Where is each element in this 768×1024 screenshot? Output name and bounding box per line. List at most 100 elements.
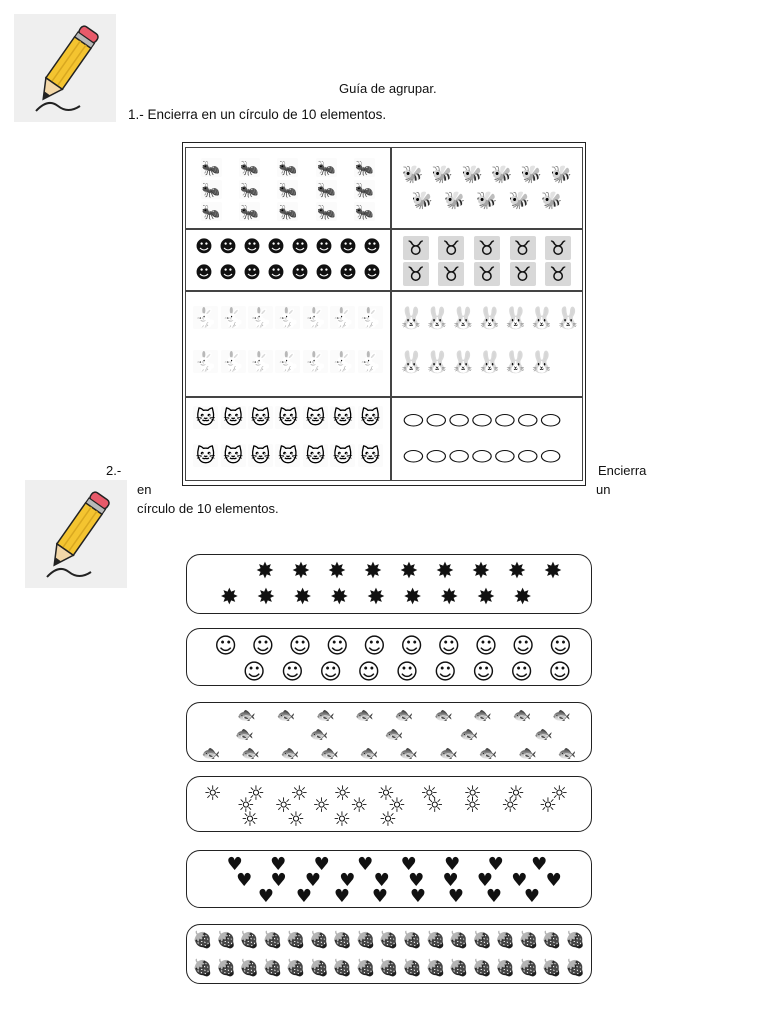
heart-icon: ♥	[270, 869, 287, 891]
heart-icon: ♥	[444, 853, 461, 875]
heart-icon: ♥	[400, 853, 417, 875]
egg-icon: ⬭	[540, 406, 561, 434]
fish-icon: 🐟	[384, 724, 404, 743]
sun-icon: ☼	[420, 781, 439, 805]
fish-icon: 🐟	[359, 743, 379, 762]
icon-row: ☼☼☼☼☼☼☼☼☼	[187, 793, 591, 817]
ant-icon: 🐜	[354, 158, 376, 177]
egg-icon: ⬭	[448, 442, 470, 470]
rabbit-head-icon: 🐰	[528, 306, 555, 330]
cat-icon: 🐱	[275, 406, 301, 429]
icon-row: ⬭⬭⬭⬭⬭⬭⬭	[392, 442, 582, 470]
sun-icon: ☼	[350, 793, 369, 817]
icon-row: 🐝🐝🐝🐝🐝	[392, 190, 582, 211]
heart-icon: ♥	[295, 885, 313, 907]
heart-icon: ♥	[236, 869, 253, 891]
sun-icon: ☼	[501, 793, 520, 817]
strawberry-icon: 🍓	[332, 957, 353, 977]
cat-icon: 🐱	[248, 406, 274, 429]
elephant-icon: ♉	[545, 262, 572, 286]
cat-icon: 🐱	[330, 406, 356, 429]
bee-icon: 🐝	[443, 190, 466, 211]
fish-icon: 🐟	[512, 705, 532, 724]
sun-icon: ☼	[506, 781, 525, 805]
rabbit-head-icon: 🐰	[398, 306, 425, 330]
fish-icon: 🐟	[394, 705, 414, 724]
fish-icon: 🐟	[355, 705, 374, 724]
icon-row: ✸✸✸✸✸✸✸✸✸	[187, 584, 591, 610]
sun-icon: ☼	[379, 807, 397, 831]
strawberry-icon: 🍓	[425, 957, 446, 977]
strawberry-icon: 🍓	[378, 929, 399, 949]
strawberry-icon: 🍓	[518, 929, 539, 949]
bee-icon: 🐝	[491, 164, 513, 185]
rabbit-head-icon: 🐰	[476, 350, 503, 374]
question-2-number: 2.-	[106, 463, 122, 478]
strawberry-icon: 🍓	[495, 957, 516, 977]
heart-icon: ♥	[485, 885, 503, 907]
star-icon: ✸	[513, 584, 532, 610]
fish-icon: 🐟	[320, 743, 339, 762]
cat-icon: 🐱	[302, 444, 328, 467]
star-icon: ✸	[327, 558, 347, 584]
sun-icon: ☼	[425, 793, 444, 817]
fish-icon: 🐟	[478, 743, 498, 762]
elephant-cell: ♉♉♉♉♉♉♉♉♉♉	[391, 229, 583, 291]
rabbit-icon: 🐇	[248, 306, 274, 329]
question-2-word-en: en	[137, 482, 152, 497]
strawberry-icon: 🍓	[239, 929, 260, 949]
ant-icon: 🐜	[239, 202, 261, 221]
strawberry-icon: 🍓	[472, 957, 492, 977]
elephant-icon: ♉	[545, 236, 572, 260]
egg-icon: ⬭	[403, 442, 424, 470]
sun-icon: ☼	[463, 793, 482, 817]
bee-icon: 🐝	[402, 164, 424, 185]
fish-icon: 🐟	[276, 705, 296, 724]
icon-row: ⬭⬭⬭⬭⬭⬭⬭	[392, 406, 582, 434]
ant-icon: 🐜	[277, 180, 299, 199]
smiley-face-icon: ☺	[251, 633, 275, 659]
ant-icon: 🐜	[315, 158, 337, 177]
smiley-face-icon: ☺	[325, 633, 349, 659]
star-icon: ✸	[403, 584, 422, 610]
elephant-icon: ♉	[402, 236, 429, 260]
bee-icon: 🐝	[550, 164, 572, 185]
egg-icon: ⬭	[517, 442, 538, 470]
egg-cell: ⬭⬭⬭⬭⬭⬭⬭⬭⬭⬭⬭⬭⬭⬭	[391, 397, 583, 481]
smiley-face-icon: ☺	[319, 659, 343, 685]
rabbit-icon: 🐇	[193, 350, 219, 373]
rabbit-icon: 🐇	[193, 306, 219, 329]
strawberry-icon: 🍓	[192, 957, 213, 977]
sun-icon: ☼	[312, 793, 331, 817]
icon-row: ♥♥♥♥♥♥♥♥	[187, 885, 591, 907]
smiley-face-icon: ☺	[362, 633, 386, 659]
fish-icon: 🐟	[439, 743, 458, 762]
cat-icon: 🐱	[330, 444, 356, 467]
egg-icon: ⬭	[426, 442, 447, 470]
fish-icon: 🐟	[518, 743, 537, 762]
monkey-icon: ☻	[195, 236, 213, 257]
star-icon: ✸	[366, 584, 386, 610]
fish-icon: 🐟	[201, 743, 221, 762]
rabbit-head-icon: 🐰	[424, 350, 451, 374]
monkey-icon: ☻	[291, 236, 309, 257]
fish-icon: 🐟	[280, 743, 300, 762]
egg-icon: ⬭	[540, 442, 561, 470]
egg-icon: ⬭	[494, 442, 516, 470]
strawberry-icon: 🍓	[448, 957, 469, 977]
worksheet-title: Guía de agrupar.	[339, 81, 437, 96]
sun-icon: ☼	[247, 781, 265, 805]
sun-icon: ☼	[550, 781, 569, 805]
star-icon: ✸	[255, 558, 275, 584]
heart-icon: ♥	[511, 869, 528, 891]
heart-icon: ♥	[476, 869, 493, 891]
fish-icon: 🐟	[459, 724, 479, 743]
elephant-icon: ♉	[473, 236, 500, 260]
rabbit-cell: 🐇🐇🐇🐇🐇🐇🐇🐇🐇🐇🐇🐇🐇🐇	[185, 291, 391, 397]
bee-icon: 🐝	[411, 190, 433, 211]
icon-row: ✸✸✸✸✸✸✸✸✸	[187, 558, 591, 584]
cat-icon: 🐱	[357, 444, 383, 467]
monkey-icon: ☻	[339, 262, 357, 283]
heart-icon: ♥	[333, 885, 351, 907]
strawberry-icon: 🍓	[285, 929, 306, 949]
